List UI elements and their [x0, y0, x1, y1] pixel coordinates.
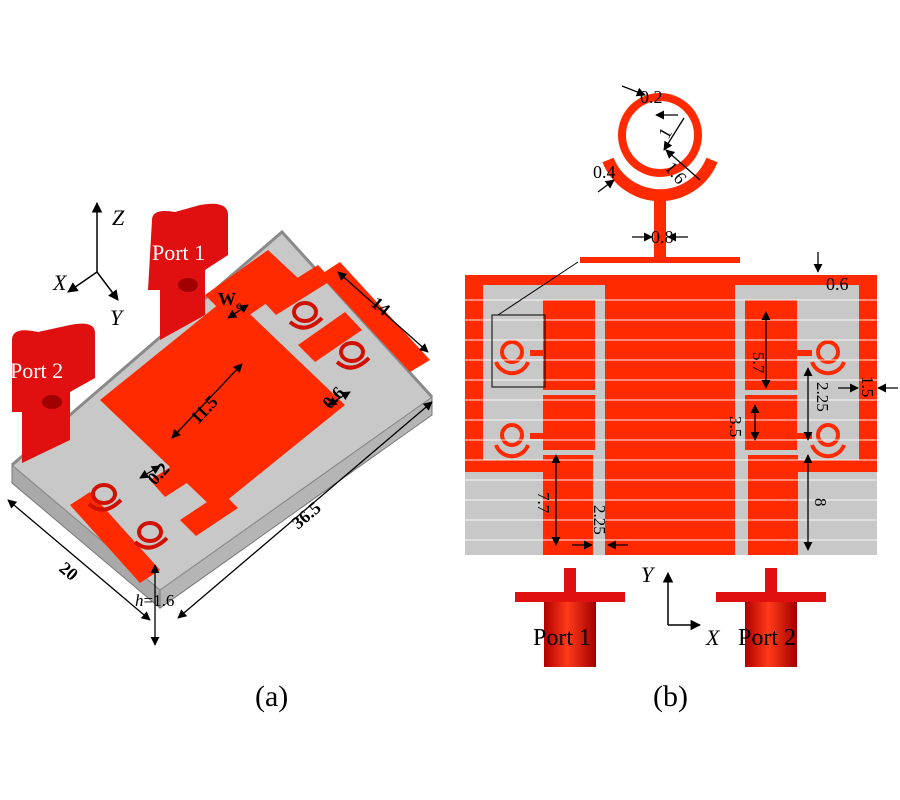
axes-2d: [662, 571, 702, 631]
dim-0-2-top: 0.2: [640, 87, 663, 107]
dim-wc-main: W: [218, 289, 236, 309]
right-lower-stub: [745, 395, 797, 450]
bottom-frame-right: [798, 460, 877, 472]
port-1-connector-top: [515, 568, 625, 667]
dimension-lines-top: [551, 85, 898, 551]
stub-arm-right-top: [797, 350, 812, 356]
zoom-box: [491, 314, 546, 388]
dim-5-7-top: 5.7: [749, 352, 768, 374]
srr-enlarged: [580, 93, 740, 263]
dim-wc-3d: Wc: [218, 289, 242, 312]
dimension-lines-3d: [7, 271, 433, 646]
port-1-label-top: Port 1: [533, 625, 591, 651]
right-frame-strip: [859, 285, 877, 470]
left-upper-stub: [543, 300, 595, 390]
axis-y-label-3d: Y: [110, 305, 125, 330]
dim-0-6-top: 0.6: [826, 274, 849, 294]
dim-7-7-top: 7.7: [534, 492, 553, 514]
dim-2-25a-top: 2.25: [813, 382, 832, 412]
port-1-connector-3d: [148, 203, 228, 340]
srr-ur-top: [288, 301, 324, 330]
srr-left-bottom: [494, 423, 530, 459]
axes-3d: [67, 201, 119, 301]
port-1-label-3d: Port 1: [152, 240, 205, 265]
port-2-label-top: Port 2: [738, 625, 796, 651]
dim-8-top: 8: [811, 498, 830, 507]
feed-line-right: [748, 455, 798, 555]
dim-1-top: 1: [654, 124, 676, 142]
zoom-leader: [497, 261, 579, 316]
port-2-connector-3d: [12, 323, 95, 463]
dim-2-25b-top: 2.25: [590, 505, 609, 535]
feed-line-left: [543, 455, 593, 555]
left-frame-strip: [465, 285, 483, 470]
dim-h-3d: h=1.6: [135, 591, 174, 610]
stub-arm-left-bottom: [530, 433, 545, 439]
top-band: [465, 275, 877, 285]
srr-right-bottom: [810, 423, 846, 459]
dim-0-8-top: 0.8: [651, 227, 674, 247]
left-lower-stub: [543, 395, 595, 450]
right-upper-stub: [745, 300, 797, 390]
dim-20-3d: 20: [55, 558, 82, 585]
dim-3-5-top: 3.5: [726, 416, 745, 437]
dim-0-4-top: 0.4: [593, 162, 616, 182]
caption-b: (b): [653, 680, 688, 713]
srr-left-top: [494, 340, 530, 376]
caption-a: (a): [255, 680, 289, 713]
stub-arm-right-bottom: [797, 433, 812, 439]
port-2-label-3d: Port 2: [10, 358, 63, 383]
dim-h-symbol: h: [135, 591, 144, 610]
panel-b-top-view: Port 1 Port 2 Y X: [465, 85, 898, 667]
stub-arm-left-top: [530, 350, 545, 356]
dim-1-5-top: 1.5: [858, 376, 877, 397]
dim-h-value: =1.6: [144, 591, 175, 610]
srr-right-top: [810, 340, 846, 376]
axis-z-label-3d: Z: [112, 205, 125, 230]
dim-wc-sub: c: [236, 298, 242, 312]
resonator-strip-ur1: [262, 265, 332, 315]
axis-y-label-2d: Y: [641, 562, 656, 587]
port-2-connector-top: [716, 568, 826, 667]
panel-a-3d-view: Port 1 Port 2 Z X Y 14 Wc: [7, 201, 434, 646]
axis-x-label-2d: X: [705, 625, 721, 650]
axis-x-label-3d: X: [52, 270, 68, 295]
bottom-frame-left: [465, 460, 543, 472]
